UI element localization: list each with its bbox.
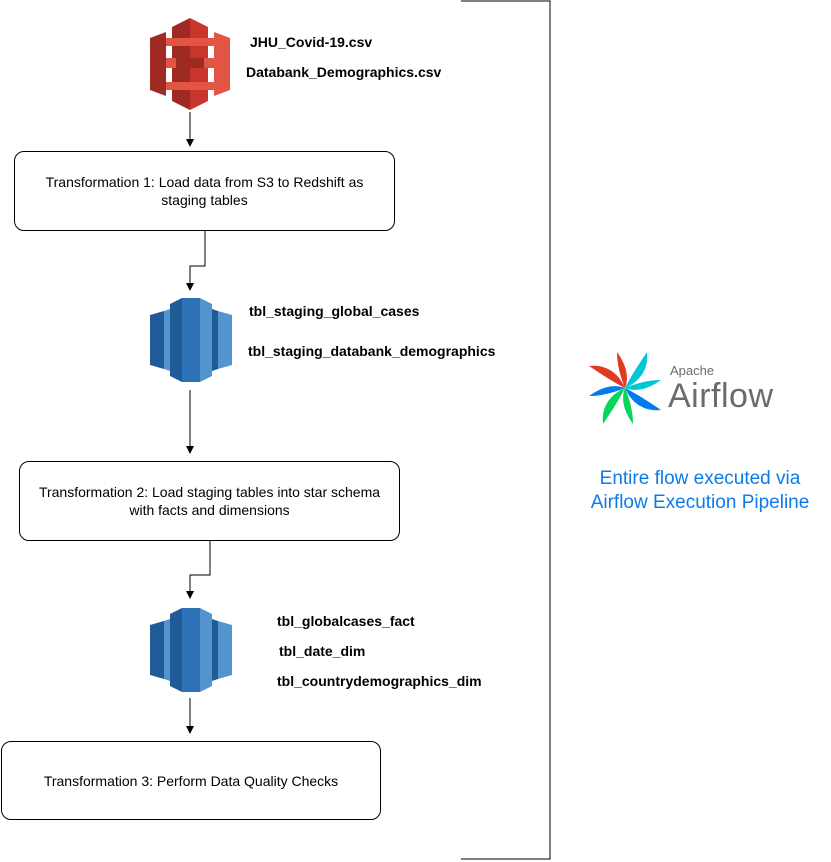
pipeline-bracket bbox=[461, 0, 551, 860]
connector-step1-to-staging bbox=[186, 231, 206, 291]
transformation-3-box: Transformation 3: Perform Data Quality C… bbox=[1, 741, 381, 820]
transformation-2-label: Transformation 2: Load staging tables in… bbox=[38, 484, 381, 518]
transformation-3-label: Transformation 3: Perform Data Quality C… bbox=[43, 772, 339, 789]
transformation-1-box: Transformation 1: Load data from S3 to R… bbox=[14, 151, 395, 231]
schema-table-3: tbl_countrydemographics_dim bbox=[277, 673, 482, 689]
source-file-2: Databank_Demographics.csv bbox=[246, 64, 442, 80]
redshift-icon bbox=[150, 608, 232, 692]
schema-table-2: tbl_date_dim bbox=[279, 643, 366, 659]
s3-bucket-icon bbox=[150, 18, 230, 110]
staging-table-1: tbl_staging_global_cases bbox=[249, 303, 420, 319]
connector-step2-to-schema bbox=[186, 541, 211, 599]
airflow-logo-text: Airflow bbox=[668, 377, 774, 415]
schema-table-1: tbl_globalcases_fact bbox=[277, 613, 415, 629]
airflow-logo-small-text: Apache bbox=[670, 363, 715, 378]
staging-table-2: tbl_staging_databank_demographics bbox=[248, 343, 496, 359]
transformation-2-box: Transformation 2: Load staging tables in… bbox=[19, 461, 400, 541]
source-file-1: JHU_Covid-19.csv bbox=[250, 34, 373, 50]
airflow-note: Entire flow executed via Airflow Executi… bbox=[590, 468, 810, 513]
airflow-pinwheel-icon bbox=[589, 352, 661, 424]
redshift-icon bbox=[150, 298, 232, 382]
transformation-1-label: Transformation 1: Load data from S3 to R… bbox=[45, 174, 364, 208]
